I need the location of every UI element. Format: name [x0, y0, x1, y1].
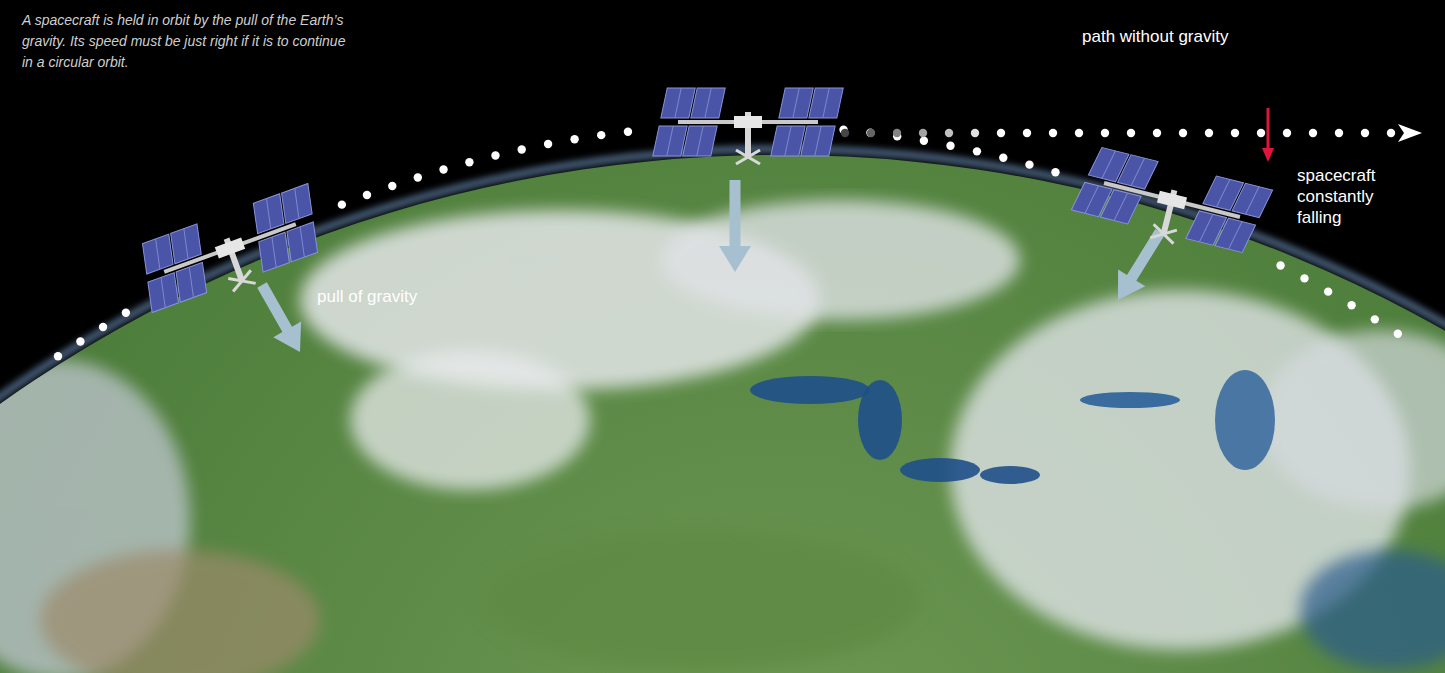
gravity-arrow: [257, 282, 301, 352]
orbit-dot: [338, 200, 346, 208]
arrowhead: [1398, 124, 1422, 142]
space-station: [129, 183, 334, 320]
straight-dot: [919, 129, 927, 137]
orbit-dot: [1276, 261, 1284, 269]
orbit-dot: [570, 135, 578, 143]
orbit-dot: [1324, 287, 1332, 295]
straight-dot: [867, 129, 875, 137]
straight-dot: [1387, 129, 1395, 137]
straight-dot: [1075, 129, 1083, 137]
orbit-dot: [544, 140, 552, 148]
straight-dot: [893, 129, 901, 137]
orbit-dot: [388, 182, 396, 190]
orbit-dots: [54, 126, 1402, 361]
gravity-arrows: [257, 108, 1274, 352]
orbit-dot: [1371, 315, 1379, 323]
orbit-dot: [439, 165, 447, 173]
straight-dot: [1205, 129, 1213, 137]
orbit-dot: [1300, 274, 1308, 282]
caption: A spacecraft is held in orbit by the pul…: [22, 10, 352, 73]
orbit-dot: [1051, 168, 1059, 176]
orbit-dot: [1025, 160, 1033, 168]
orbit-dot: [624, 128, 632, 136]
gravity-arrow: [1118, 229, 1165, 300]
straight-path-dots: [841, 124, 1422, 142]
orbit-dot: [99, 323, 107, 331]
orbit-dot: [54, 352, 62, 360]
space-station: [1069, 144, 1272, 264]
straight-dot: [1361, 129, 1369, 137]
straight-dot: [1179, 129, 1187, 137]
orbit-dot: [465, 158, 473, 166]
straight-dot: [1153, 129, 1161, 137]
gravity-arrow: [719, 180, 751, 272]
orbit-dot: [518, 145, 526, 153]
straight-dot: [1127, 129, 1135, 137]
orbit-dot: [597, 131, 605, 139]
straight-dot: [1023, 129, 1031, 137]
orbit-dot: [491, 151, 499, 159]
orbit-dot: [973, 147, 981, 155]
straight-dot: [945, 129, 953, 137]
straight-dot: [1049, 129, 1057, 137]
straight-dot: [1101, 129, 1109, 137]
falling-arrow: [1262, 108, 1274, 162]
orbit-dot: [946, 141, 954, 149]
orbit-dot: [76, 337, 84, 345]
gravity-label: pull of gravity: [317, 286, 477, 307]
straight-dot: [1335, 129, 1343, 137]
straight-dot: [971, 129, 979, 137]
orbit-dot: [1347, 301, 1355, 309]
space-station: [653, 88, 843, 164]
orbit-dot: [122, 309, 130, 317]
spacecraft: [129, 88, 1273, 320]
orbit-dot: [1394, 330, 1402, 338]
straight-dot: [1257, 129, 1265, 137]
orbit-dot: [920, 136, 928, 144]
falling-label: spacecraft constantly falling: [1297, 165, 1392, 228]
straight-dot: [1231, 129, 1239, 137]
straight-dot: [1283, 129, 1291, 137]
straight-dot: [997, 129, 1005, 137]
straight-dot: [841, 129, 849, 137]
orbit-dot: [363, 191, 371, 199]
earth: [0, 149, 1445, 673]
straight-dot: [1309, 129, 1317, 137]
orbit-dot: [414, 173, 422, 181]
orbit-dot: [866, 129, 874, 137]
path-label: path without gravity: [1082, 26, 1302, 47]
orbit-dot: [999, 153, 1007, 161]
